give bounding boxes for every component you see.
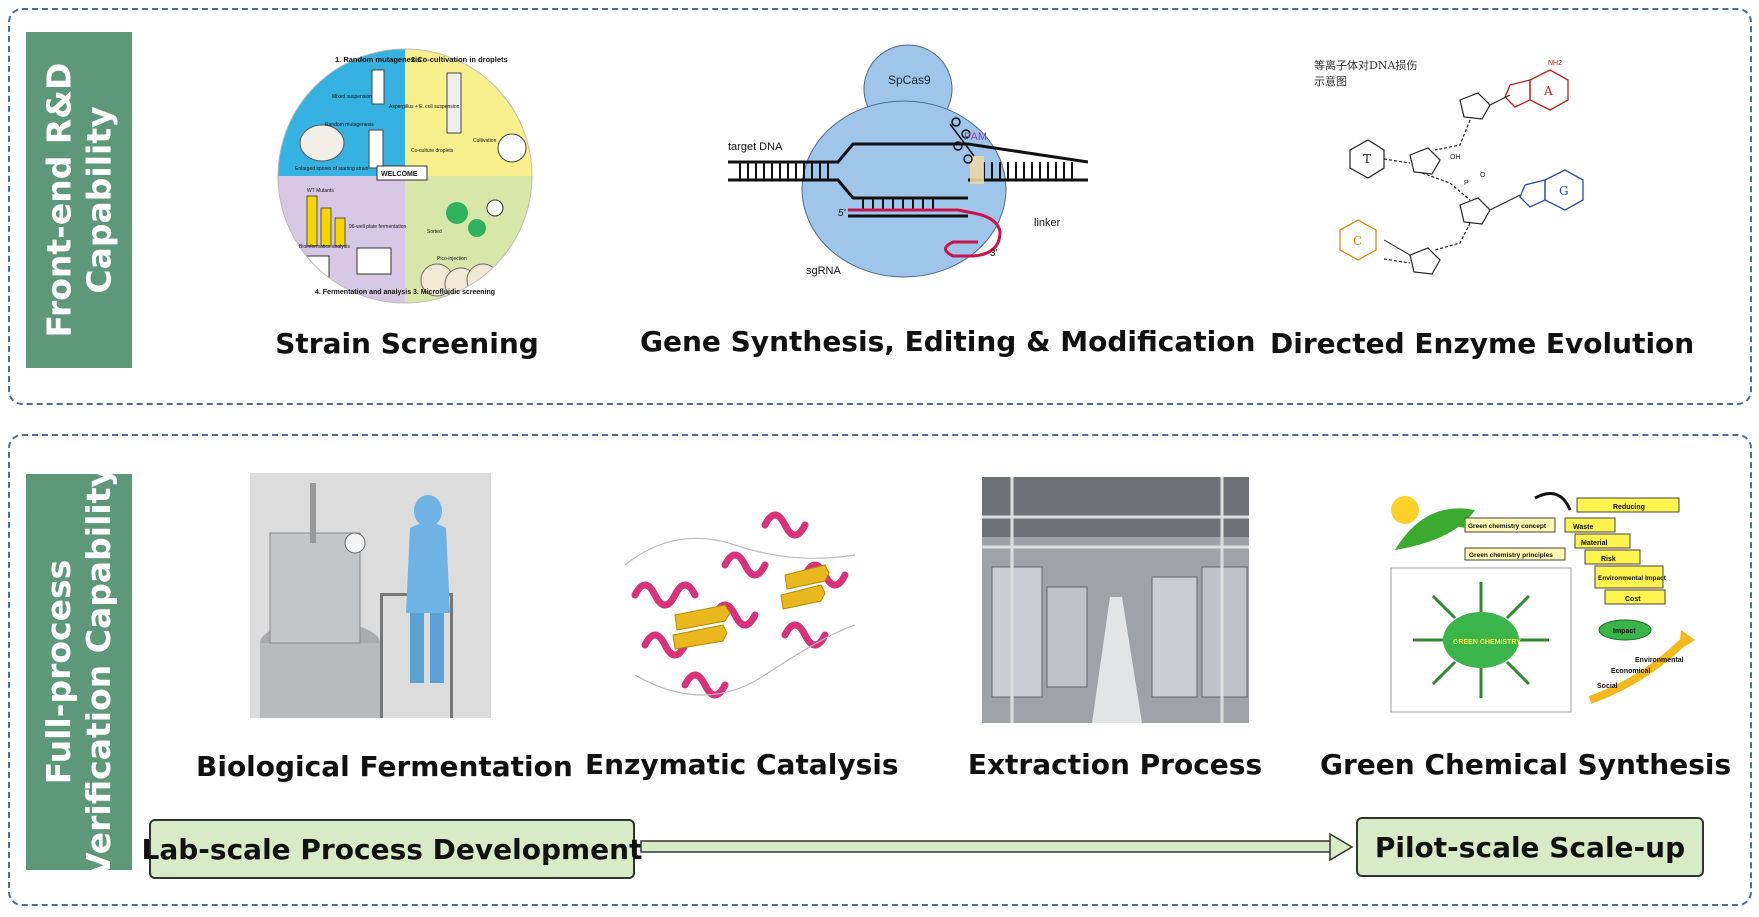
green-principles-label: Green chemistry principles (1469, 552, 1553, 559)
caption-directed-evolution: Directed Enzyme Evolution (1270, 327, 1695, 360)
dna-damage-figure: 等离子体对DNA损伤 示意图 A T G C NH2 OH O P (1314, 58, 1584, 275)
dna-base-a: A (1543, 84, 1553, 98)
crispr-5prime-label: 5' (838, 208, 847, 219)
strain-label-6: Sorted (427, 229, 442, 235)
dna-group-p: P (1464, 180, 1469, 187)
caption-gene-synthesis: Gene Synthesis, Editing & Modification (640, 325, 1256, 358)
dna-group-oh: OH (1450, 154, 1461, 161)
caption-green-synthesis: Green Chemical Synthesis (1320, 748, 1732, 781)
green-item-risk: Risk (1601, 556, 1616, 563)
strain-q4-title: 4. Fermentation and analysis (315, 289, 411, 296)
strain-label-3: Aspergillus + E. coli suspension (389, 104, 460, 110)
dna-title-line1: 等离子体对DNA损伤 (1314, 58, 1417, 72)
front-end-rd-label: Front-end R&D Capability (26, 32, 132, 368)
strain-q2-title: 2.Co-cultivation in droplets (411, 55, 508, 64)
front-end-label-line1: Front-end R&D (39, 62, 79, 338)
green-concept-label: Green chemistry concept (1468, 523, 1547, 530)
caption-extraction-process: Extraction Process (967, 748, 1263, 781)
green-outcome-social: Social (1597, 683, 1618, 690)
caption-biological-fermentation: Biological Fermentation (196, 750, 573, 783)
strain-label-1: Random mutagenesis (325, 122, 374, 128)
crispr-pam-label: PAM (964, 131, 987, 143)
green-item-material: Material (1581, 540, 1608, 547)
green-item-cost: Cost (1625, 596, 1641, 603)
pilot-scale-box: Pilot-scale Scale-up (1356, 817, 1704, 877)
green-item-waste: Waste (1573, 524, 1593, 531)
crispr-3prime-label: 3' (990, 248, 998, 259)
full-process-panel (8, 434, 1752, 906)
strain-label-9: Bioinformatics analysis (299, 244, 350, 250)
strain-center-label: WELCOME (381, 171, 418, 178)
strain-q3-title: 3. Microfluidic screening (413, 289, 495, 296)
dna-base-g: G (1559, 184, 1569, 198)
strain-label-8: 96-well plate fermentation (349, 224, 406, 230)
green-outcome-env: Environmental (1635, 657, 1684, 664)
green-center-label: GREEN CHEMISTRY (1453, 639, 1521, 646)
dna-group-nh2: NH2 (1548, 60, 1562, 67)
green-outcome-econ: Economical (1611, 668, 1650, 675)
green-chemistry-figure: Green chemistry concept Green chemistry … (1390, 492, 1695, 713)
strain-label-0: Mixed suspension (332, 94, 372, 100)
lab-scale-box: Lab-scale Process Development (142, 819, 642, 879)
strain-screening-figure: 1. Random mutagenesis 2.Co-cultivation i… (277, 48, 533, 304)
enzyme-structure-figure (624, 511, 856, 699)
extraction-plant-photo (982, 477, 1249, 723)
caption-strain-screening: Strain Screening (275, 327, 539, 360)
strain-label-4: Co-culture droplets (411, 148, 454, 154)
strain-q1-title: 1. Random mutagenesis (335, 55, 421, 64)
green-impact-label: Impact (1613, 628, 1636, 635)
front-end-panel (8, 8, 1752, 405)
caption-enzymatic-catalysis: Enzymatic Catalysis (585, 748, 899, 781)
full-process-label: Full-process Verification Capability (26, 466, 132, 878)
dna-title-line2: 示意图 (1314, 74, 1347, 88)
green-reducing-label: Reducing (1613, 504, 1645, 511)
green-item-env: Environmental Impact (1598, 575, 1667, 582)
dna-base-t: T (1363, 152, 1371, 166)
dna-base-c: C (1353, 234, 1362, 248)
crispr-protein-label: SpCas9 (888, 73, 931, 87)
flow-arrow (640, 832, 1354, 862)
crispr-target-label: target DNA (728, 141, 783, 153)
strain-label-5: Cultivation (473, 138, 497, 144)
dna-group-o: O (1480, 172, 1486, 179)
fermentation-photo (250, 473, 491, 718)
crispr-cas9-figure: SpCas9 PAM target DNA sgRNA linker 5' 3' (728, 44, 1088, 278)
crispr-linker-label: linker (1034, 217, 1061, 229)
strain-label-10: WT Mutants (307, 188, 334, 194)
crispr-sgrna-label: sgRNA (806, 265, 842, 277)
strain-label-7: Pico-injection (437, 256, 467, 262)
full-process-label-line2: Verification Capability (79, 466, 119, 878)
front-end-label-line2: Capability (79, 106, 119, 294)
full-process-label-line1: Full-process (39, 559, 79, 785)
strain-label-2: Enlarged spores of starting strain (295, 166, 369, 172)
